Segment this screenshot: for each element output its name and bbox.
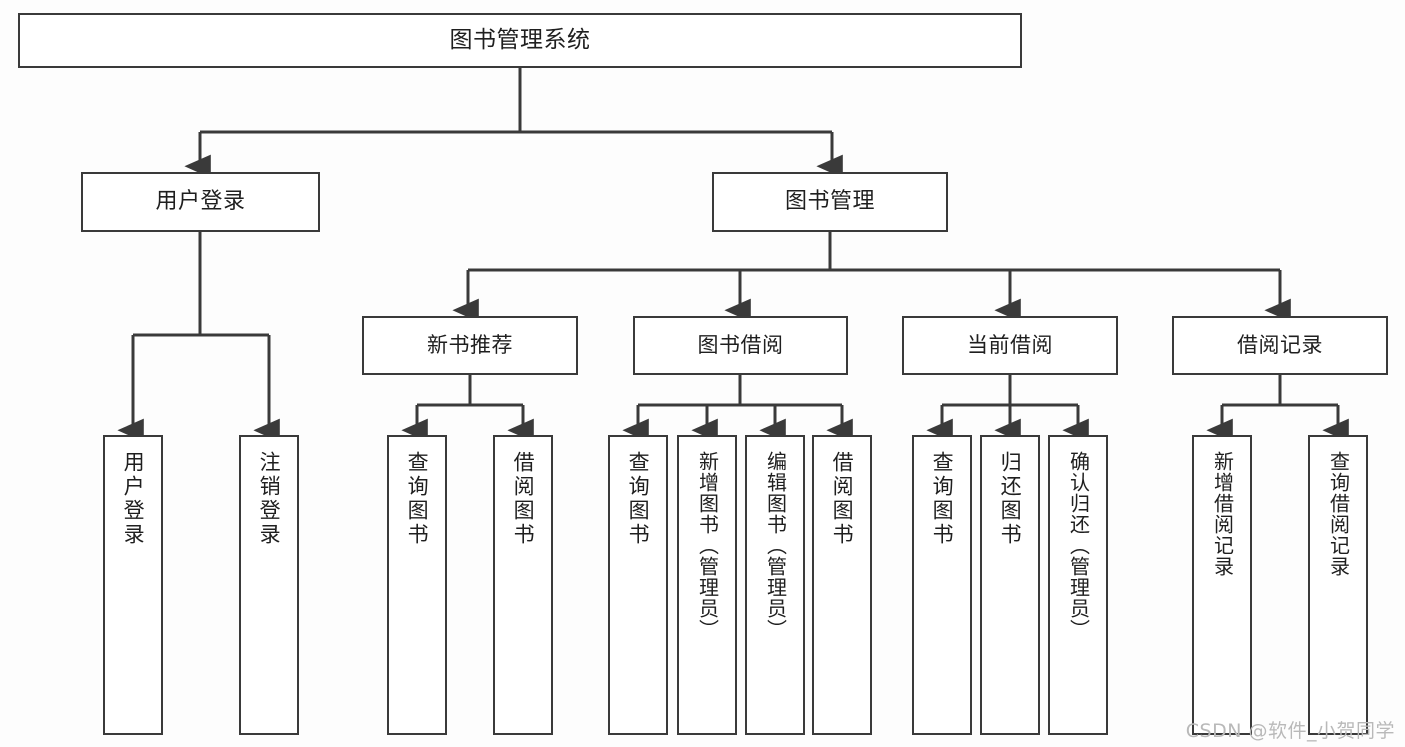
leaf-current-borrow-return[interactable]: 归还图书 [980,435,1040,735]
leaf-user-login-login[interactable]: 用户登录 [103,435,163,735]
node-label: 图书管理系统 [449,27,591,54]
node-book-management[interactable]: 图书管理 [712,172,948,232]
node-label: 当前借阅 [967,333,1053,358]
node-new-book-recommend[interactable]: 新书推荐 [362,316,578,375]
leaf-book-borrow-query[interactable]: 查询图书 [608,435,668,735]
node-label: 借阅记录 [1237,333,1323,358]
node-label: 查询图书 [930,451,955,547]
node-label: 用户登录 [155,189,246,215]
node-label: 查询图书 [405,451,430,547]
node-label: 图书借阅 [697,333,784,358]
node-label: 确认归还（管理员） [1066,451,1091,640]
node-label: 图书管理 [784,189,875,215]
node-label: 查询图书 [626,451,651,547]
leaf-user-login-logout[interactable]: 注销登录 [239,435,299,735]
node-label: 查询借阅记录 [1326,451,1351,577]
watermark-text: CSDN @软件_小贺同学 [1185,720,1395,742]
leaf-borrow-record-add[interactable]: 新增借阅记录 [1192,435,1252,735]
node-book-borrow[interactable]: 图书借阅 [633,316,848,375]
node-label: 新书推荐 [427,333,513,358]
node-label: 新增借阅记录 [1210,451,1235,577]
leaf-book-borrow-borrow[interactable]: 借阅图书 [812,435,872,735]
node-label: 注销登录 [257,451,282,547]
node-current-borrow[interactable]: 当前借阅 [902,316,1118,375]
leaf-current-borrow-confirm-return[interactable]: 确认归还（管理员） [1048,435,1108,735]
node-label: 归还图书 [998,451,1023,547]
leaf-new-book-borrow[interactable]: 借阅图书 [493,435,553,735]
leaf-book-borrow-edit[interactable]: 编辑图书（管理员） [745,435,805,735]
leaf-borrow-record-query[interactable]: 查询借阅记录 [1308,435,1368,735]
leaf-book-borrow-add[interactable]: 新增图书（管理员） [677,435,737,735]
leaf-new-book-query[interactable]: 查询图书 [387,435,447,735]
node-label: 新增图书（管理员） [695,451,720,640]
node-label: 借阅图书 [830,451,855,547]
node-borrow-records[interactable]: 借阅记录 [1172,316,1388,375]
node-label: 用户登录 [121,451,146,547]
node-label: 借阅图书 [511,451,536,547]
node-user-login[interactable]: 用户登录 [81,172,320,232]
node-label: 编辑图书（管理员） [763,451,788,640]
leaf-current-borrow-query[interactable]: 查询图书 [912,435,972,735]
node-root-system[interactable]: 图书管理系统 [18,13,1022,68]
